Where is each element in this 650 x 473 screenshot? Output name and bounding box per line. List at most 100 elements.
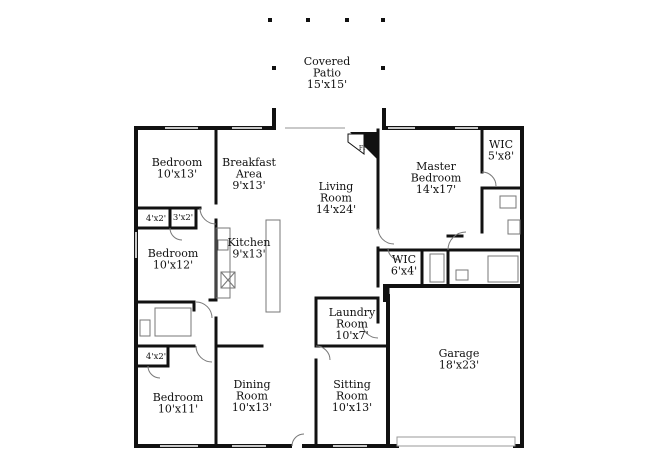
exterior-walls — [134, 108, 524, 448]
room-label-line: Covered — [304, 55, 351, 68]
room-label-line: 10'x11' — [158, 403, 198, 416]
room-label-line: Sitting — [333, 378, 371, 391]
room-label-line: Room — [336, 390, 369, 403]
shower — [429, 253, 445, 283]
closet-b-label: 3'x2' — [173, 213, 193, 223]
door-swing — [361, 321, 379, 339]
patio-post — [381, 66, 385, 70]
door-swing — [377, 227, 395, 245]
room-label-line: Dining — [233, 378, 270, 391]
door-swing — [291, 433, 305, 447]
door-swing — [147, 365, 161, 379]
door-swing — [169, 227, 183, 241]
room-label-line: Master — [416, 160, 456, 173]
closet-a-label: 4'x2' — [146, 214, 166, 224]
room-label-line: 10'x12' — [153, 259, 193, 272]
wall-east-north — [383, 126, 524, 288]
bathtub — [154, 307, 192, 337]
room-label-line: 9'x13' — [232, 248, 265, 261]
patio-post — [272, 66, 276, 70]
room-label-line: 10'x13' — [157, 168, 197, 181]
room-label-line: Breakfast — [222, 156, 276, 169]
door-swing — [481, 171, 497, 187]
garage-door — [396, 436, 516, 447]
patio-post — [306, 18, 310, 22]
door-swing — [447, 231, 467, 251]
room-label-line: Bedroom — [153, 391, 204, 404]
kitchen-fixtures — [215, 219, 281, 313]
room-label-line: FP — [359, 145, 367, 152]
room-label-line: Room — [236, 390, 269, 403]
door-swing — [195, 345, 213, 363]
room-label-line: Kitchen — [228, 236, 271, 249]
master-bath-fixtures — [429, 195, 521, 283]
room-label-line: Bedroom — [152, 156, 203, 169]
fireplace-label: FP — [359, 145, 367, 152]
room-label-line: WIC — [489, 138, 513, 151]
room-label-line: 6'x4' — [391, 265, 417, 278]
room-label-line: 14'x17' — [416, 183, 456, 196]
room-label-line: Bedroom — [411, 172, 462, 185]
room-label-line: Garage — [439, 347, 480, 360]
doors — [147, 171, 497, 447]
door-swing — [315, 345, 331, 361]
door-swing — [195, 301, 213, 319]
vanity — [507, 219, 521, 235]
fireplace-hearth — [347, 133, 365, 155]
room-label-line: Bedroom — [148, 247, 199, 260]
room-label-line: 5'x8' — [488, 150, 514, 163]
room-label-line: 10'x7' — [335, 329, 368, 342]
room-label-line: 15'x15' — [307, 78, 347, 91]
kitchen-island — [265, 219, 281, 313]
kitchen-counter — [215, 227, 231, 299]
room-label-line: Laundry — [329, 306, 376, 319]
sink — [217, 239, 229, 251]
patio-posts — [268, 18, 385, 70]
toilet — [139, 319, 151, 337]
room-label-line: 9'x13' — [232, 179, 265, 192]
range-x — [220, 271, 236, 289]
door-swing — [199, 207, 217, 225]
room-label-line: 4'x2' — [146, 214, 166, 224]
closet-c-label: 4'x2' — [146, 352, 166, 362]
room-label-line: 10'x13' — [332, 401, 372, 414]
room-label-line: 4'x2' — [146, 352, 166, 362]
range — [220, 271, 236, 289]
patio-post — [345, 18, 349, 22]
hall-bath-fixtures — [139, 307, 192, 337]
patio-post — [381, 18, 385, 22]
room-label-line: Area — [235, 168, 263, 181]
door-swing — [387, 247, 401, 261]
room-label-line: 10'x13' — [232, 401, 272, 414]
room-label-line: 14'x24' — [316, 203, 356, 216]
room-label-line: Room — [336, 318, 369, 331]
room-label-line: Living — [319, 180, 354, 193]
patio-post — [268, 18, 272, 22]
room-label-line: Patio — [313, 67, 341, 80]
vanity — [499, 195, 517, 209]
room-label-line: WIC — [392, 253, 416, 266]
windows — [135, 127, 478, 447]
room-label-line: Room — [320, 192, 353, 205]
corner-tub — [487, 255, 519, 283]
room-label-line: 3'x2' — [173, 213, 193, 223]
column — [383, 284, 389, 302]
room-label-line: 18'x23' — [439, 359, 479, 372]
interior-walls — [134, 126, 524, 448]
